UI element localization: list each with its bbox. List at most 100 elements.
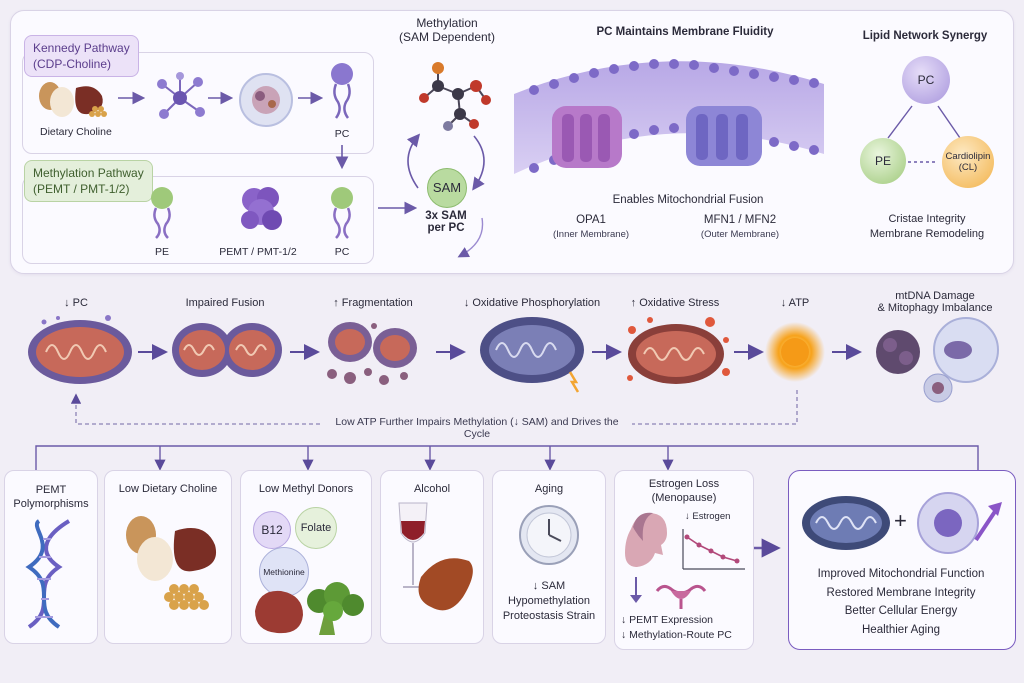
healthy-cell-icon (917, 492, 1002, 554)
meat-broccoli-icon (255, 582, 364, 635)
opa1-protein-shape (552, 106, 622, 168)
kennedy-pathway-tag: Kennedy Pathway (CDP-Choline) (24, 35, 139, 77)
sam-circle: SAM (427, 168, 467, 208)
factor-methyl-title: Low Methyl Donors (258, 483, 354, 495)
mfn-name: MFN1 / MFN2 (703, 214, 777, 226)
pc-lipid-icon-bottom (331, 187, 353, 239)
cascade-final-line2: & Mitophagy Imbalance (877, 302, 993, 314)
dietary-choline-foods-icon (39, 82, 107, 117)
cardiolipin-line2: (CL) (958, 162, 978, 173)
uterus-icon (655, 584, 707, 609)
factor-alcohol-card: Alcohol (380, 470, 484, 644)
factor-pemt-line2: Polymorphisms (13, 498, 89, 510)
lipid-network-links (887, 105, 961, 163)
methionine-bubble: Methionine (259, 547, 309, 597)
aging-effect-2: Hypomethylation (508, 595, 590, 607)
factor-aging-title: Aging (534, 483, 564, 495)
lipid-pc-node: PC (902, 56, 950, 104)
methylation-line1: Methylation Pathway (33, 166, 144, 180)
estrogen-decline-chart (682, 529, 745, 570)
factor-alcohol-title: Alcohol (413, 483, 451, 495)
aging-effect-1: ↓ SAM (532, 580, 566, 592)
mito-oxidative-stress (627, 317, 730, 384)
membrane-title: PC Maintains Membrane Fluidity (596, 26, 774, 38)
sam-ratio-line2: per PC (427, 222, 465, 234)
b12-bubble: B12 (253, 511, 291, 549)
methylation-pathway-tag: Methylation Pathway (PEMT / PMT-1/2) (24, 160, 153, 202)
cascade-step-oxstress: ↑ Oxidative Stress (630, 297, 720, 309)
fusion-label: Enables Mitochondrial Fusion (612, 194, 764, 206)
sam-ratio: 3x SAM per PC (406, 210, 486, 234)
lipid-pe-label: PE (874, 154, 891, 168)
lipid-cardiolipin-node: Cardiolipin (CL) (942, 136, 994, 188)
outcome-list: Improved Mitochondrial Function Restored… (790, 565, 1012, 639)
atp-sun (765, 322, 825, 382)
mtdna-damage-illustration (876, 317, 999, 403)
mito-low-pc (28, 315, 132, 384)
sam-label: SAM (432, 180, 462, 195)
outcome-item-3: Better Cellular Energy (844, 605, 958, 617)
factor-estrogen-title: Estrogen Loss (Menopause) (615, 477, 753, 505)
factor-pemt-card: PEMT Polymorphisms (4, 470, 98, 644)
estrogen-line1: Estrogen Loss (648, 478, 720, 490)
kennedy-line1: Kennedy Pathway (33, 41, 130, 55)
estrogen-effect-1: ↓ PEMT Expression (621, 614, 714, 626)
sam-molecule-icon (419, 62, 491, 131)
cascade-step-fusion: Impaired Fusion (185, 297, 265, 309)
outcome-item-1: Improved Mitochondrial Function (817, 568, 985, 580)
lipid-pe-node: PE (860, 138, 906, 184)
pemt-label: PEMT / PMT-1/2 (219, 246, 297, 258)
methionine-label: Methionine (263, 567, 305, 577)
lipid-note2: Membrane Remodeling (869, 228, 985, 240)
mfn-protein-shape (686, 106, 762, 166)
healthy-mito-icon (802, 496, 890, 550)
outcome-item-4: Healthier Aging (862, 623, 940, 636)
lipid-note1: Cristae Integrity (888, 213, 966, 225)
sam-ratio-line1: 3x SAM (425, 210, 467, 222)
cascade-step-oxphos: ↓ Oxidative Phosphorylation (463, 297, 601, 309)
wine-liver-icon (398, 502, 473, 611)
aging-effects: ↓ SAM Hypomethylation Proteostasis Strai… (493, 579, 605, 624)
feedback-label: Low ATP Further Impairs Methylation (↓ S… (322, 416, 632, 440)
methylation-line2: (PEMT / PMT-1/2) (33, 182, 130, 196)
estrogen-effect-2: ↓ Methylation-Route PC (621, 629, 732, 641)
factor-methyl-card: Low Methyl Donors B12 Folate Methionine (240, 470, 372, 644)
sam-title-line1: Methylation (416, 16, 478, 30)
pe-lipid-icon (151, 187, 173, 239)
clock-icon (519, 505, 579, 565)
mito-low-oxphos (480, 317, 584, 393)
factor-aging-card: Aging ↓ SAM Hypomethylation Proteostasis… (492, 470, 606, 644)
cascade-final-label: mtDNA Damage & Mitophagy Imbalance (860, 290, 1010, 314)
cascade-step-fragmentation: ↑ Fragmentation (333, 297, 413, 309)
factor-pemt-line1: PEMT (35, 484, 67, 496)
woman-profile-icon (625, 512, 667, 567)
factor-choline-title: Low Dietary Choline (118, 483, 218, 495)
opa1-name: OPA1 (576, 214, 606, 226)
cascade-step-atp: ↓ ATP (780, 297, 810, 309)
kennedy-line2: (CDP-Choline) (33, 57, 112, 71)
sam-cycle-arrows (406, 133, 485, 258)
lipid-network-title: Lipid Network Synergy (862, 30, 988, 42)
outcome-plus: + (894, 508, 907, 533)
cardiolipin-line1: Cardiolipin (945, 151, 991, 162)
pemt-enzyme-icon (241, 187, 282, 230)
dietary-choline-label: Dietary Choline (40, 126, 112, 138)
dna-helix-icon (25, 519, 71, 629)
pe-label: PE (154, 246, 169, 258)
choline-foods-icon (126, 516, 217, 610)
sam-title-line2: (SAM Dependent) (398, 30, 496, 44)
estrogen-line2: (Menopause) (651, 492, 717, 504)
methylation-sam-title: Methylation (SAM Dependent) (392, 16, 502, 44)
b12-label: B12 (261, 523, 283, 537)
outcome-item-2: Restored Membrane Integrity (826, 586, 976, 599)
mfn-label: MFN1 / MFN2 (Outer Membrane) (680, 214, 800, 240)
opa1-sub: (Inner Membrane) (552, 229, 630, 240)
cell-icon (239, 73, 293, 127)
opa1-label: OPA1 (Inner Membrane) (536, 214, 646, 240)
mito-fragmentation (327, 322, 417, 385)
factor-estrogen-card: Estrogen Loss (Menopause) ↓ Estrogen ↓ P… (614, 470, 754, 650)
cascade-step-pc: ↓ PC (64, 297, 88, 309)
pc-label-top: PC (334, 128, 350, 140)
aging-effect-3: Proteostasis Strain (502, 610, 596, 622)
